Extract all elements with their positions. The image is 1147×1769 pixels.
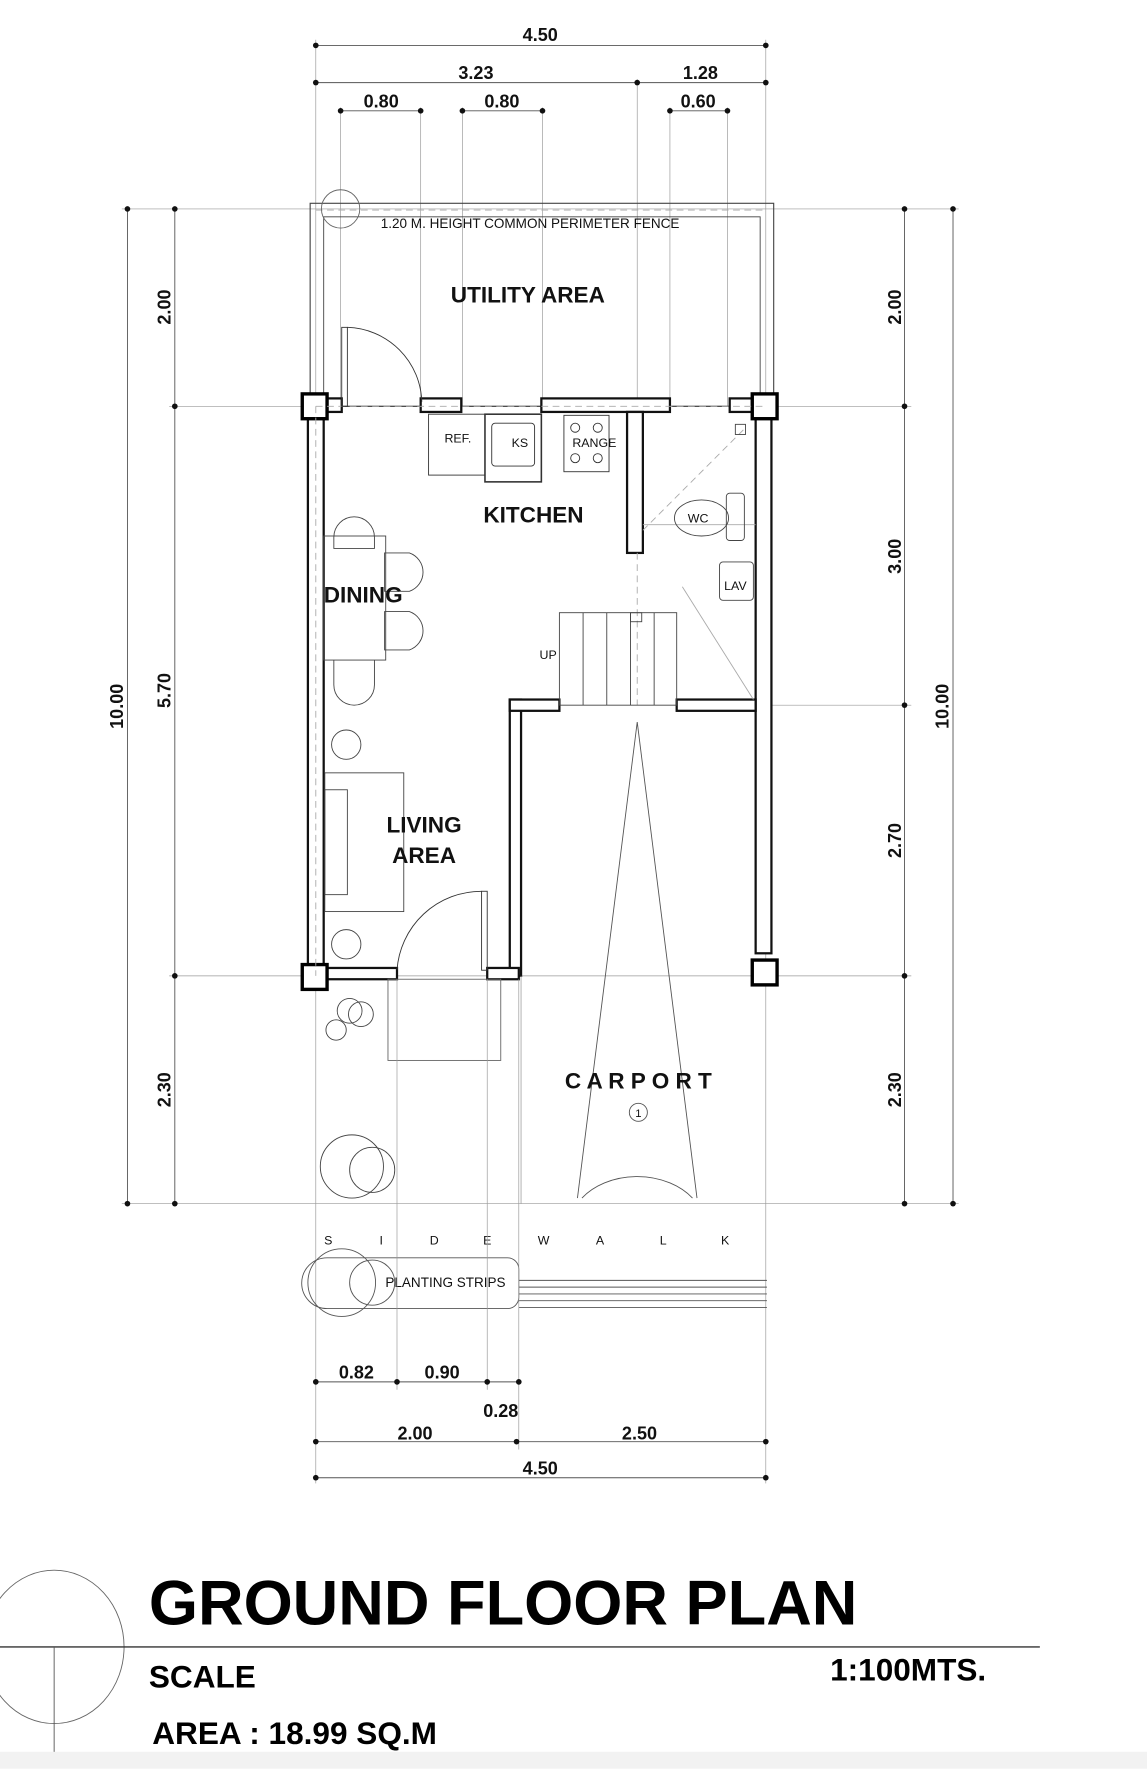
dim-bottom-left: 2.00 xyxy=(397,1423,432,1443)
scale-value: 1:100MTS. xyxy=(830,1652,986,1688)
fixture-label-wc: WC xyxy=(688,511,709,525)
side-dimensions: 10.00 2.00 5.70 2.30 2.00 3.00 2.70 2.30… xyxy=(107,206,959,1207)
fence-note: 1.20 M. HEIGHT COMMON PERIMETER FENCE xyxy=(381,216,680,231)
dim-top-total: 4.50 xyxy=(523,25,558,45)
sidewalk-letter: I xyxy=(379,1233,382,1247)
bottom-dimensions: 0.82 0.90 0.28 2.00 2.50 4.50 xyxy=(312,979,769,1481)
sidewalk-letter: D xyxy=(430,1233,439,1247)
drawing-title: GROUND FLOOR PLAN xyxy=(149,1568,858,1638)
area-label: AREA : 18.99 SQ.M xyxy=(152,1715,437,1751)
bottom-strip xyxy=(0,1751,1147,1769)
title-block: GROUND FLOOR PLAN SCALE 1:100MTS. AREA :… xyxy=(0,1568,1040,1760)
sidewalk-letter: S xyxy=(324,1233,332,1247)
room-label-living-1: LIVING xyxy=(386,813,461,838)
dim-top-right: 1.28 xyxy=(683,63,718,83)
dim-left-2: 5.70 xyxy=(154,673,174,708)
sidewalk: S I D E W A L K PLANTING STRIPS xyxy=(301,1233,767,1317)
fixture-label-ks: KS xyxy=(512,436,529,450)
room-label-utility: UTILITY AREA xyxy=(451,283,605,308)
room-label-dining: DINING xyxy=(324,583,403,608)
dim-right-total: 10.00 xyxy=(933,684,953,729)
dim-right-4: 2.30 xyxy=(885,1072,905,1107)
sidewalk-letter: W xyxy=(538,1233,550,1247)
dim-top-b: 0.80 xyxy=(484,91,519,111)
doors xyxy=(341,326,502,1061)
dim-right-3: 2.70 xyxy=(885,823,905,858)
fixture-label-lav: LAV xyxy=(724,579,747,593)
carport-tag: 1 xyxy=(635,1108,641,1120)
dim-right-2: 3.00 xyxy=(885,539,905,574)
fixture-label-range: RANGE xyxy=(572,436,616,450)
dim-top-left: 3.23 xyxy=(458,63,493,83)
dim-top-a: 0.80 xyxy=(364,91,399,111)
walls xyxy=(300,392,779,992)
dim-left-1: 2.00 xyxy=(154,289,174,324)
kitchen-fixtures xyxy=(428,413,610,483)
toilet-fixtures xyxy=(642,423,756,700)
furniture xyxy=(319,516,424,1199)
dim-bottom-right: 2.50 xyxy=(622,1423,657,1443)
planting-strips-label: PLANTING STRIPS xyxy=(385,1275,505,1290)
carport xyxy=(520,722,698,1204)
sidewalk-letter: L xyxy=(660,1233,667,1247)
dim-right-1: 2.00 xyxy=(885,289,905,324)
dim-left-total: 10.00 xyxy=(107,684,127,729)
sidewalk-letter: A xyxy=(596,1233,605,1247)
dim-top-c: 0.60 xyxy=(681,91,716,111)
room-label-living-2: AREA xyxy=(392,843,456,868)
top-dimensions: 4.50 3.23 1.28 0.80 0.80 0.60 xyxy=(312,25,769,1484)
scale-label: SCALE xyxy=(149,1659,256,1695)
dim-bottom-b: 0.90 xyxy=(425,1362,460,1382)
dim-bottom-total: 4.50 xyxy=(523,1458,558,1478)
sidewalk-letter: K xyxy=(721,1233,730,1247)
dim-bottom-c: 0.28 xyxy=(483,1401,518,1421)
room-label-kitchen: KITCHEN xyxy=(483,502,583,527)
stairs xyxy=(558,612,678,706)
room-label-carport: C A R P O R T xyxy=(565,1069,712,1094)
dim-bottom-a: 0.82 xyxy=(339,1362,374,1382)
fixture-label-ref: REF. xyxy=(444,431,471,445)
dim-left-3: 2.30 xyxy=(154,1072,174,1107)
stair-label-up: UP xyxy=(540,648,557,662)
